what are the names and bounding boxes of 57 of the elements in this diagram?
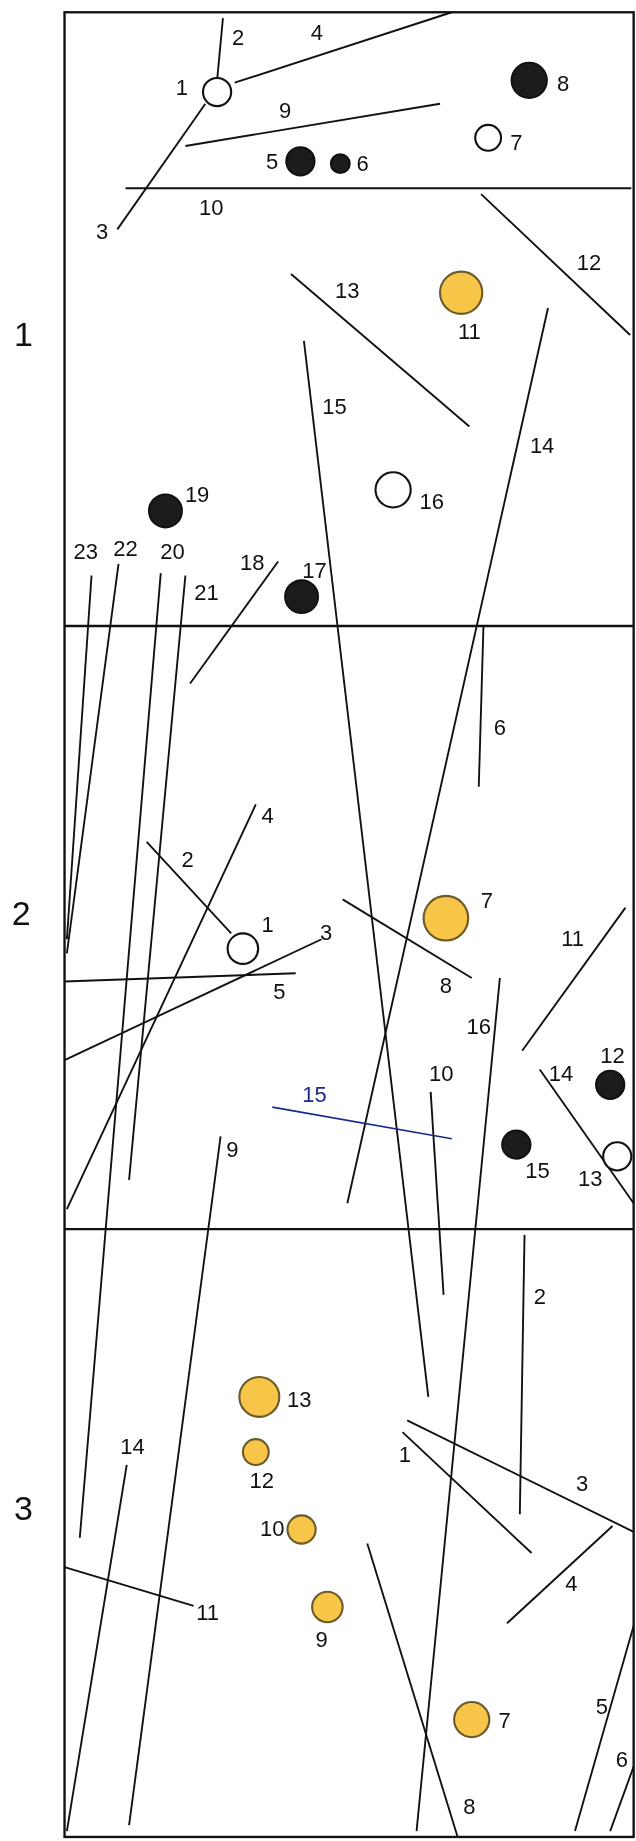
callout-number: 14 xyxy=(548,1062,574,1085)
callout-number: 14 xyxy=(529,434,555,457)
callout-number: 3 xyxy=(95,221,109,244)
callout-number: 2 xyxy=(533,1285,546,1308)
callout-number: 7 xyxy=(480,890,494,913)
section-number: 2 xyxy=(11,895,31,930)
callout-number: 5 xyxy=(595,1696,609,1719)
callout-number: 7 xyxy=(498,1710,511,1733)
callout-number: 23 xyxy=(73,540,98,563)
section-number: 3 xyxy=(14,1490,33,1525)
callout-number: 14 xyxy=(120,1435,145,1458)
callout-number: 11 xyxy=(196,1602,220,1625)
callout-number: 12 xyxy=(249,1469,274,1492)
callout-number: 9 xyxy=(226,1138,239,1161)
callout-number: 1 xyxy=(398,1444,411,1467)
callout-number: 6 xyxy=(493,716,506,739)
callout-number: 11 xyxy=(561,927,585,950)
callout-number: 3 xyxy=(320,921,333,944)
callout-number: 12 xyxy=(600,1045,625,1068)
callout-number: 12 xyxy=(576,251,602,274)
callout-number: 13 xyxy=(335,280,360,302)
callout-number: 8 xyxy=(557,73,570,96)
callout-number: 4 xyxy=(261,804,274,827)
callout-number: 2 xyxy=(181,849,194,872)
callout-number: 3 xyxy=(575,1473,589,1496)
callout-number: 15 xyxy=(302,1083,327,1106)
callout-number: 13 xyxy=(287,1388,312,1411)
callout-number: 7 xyxy=(510,132,523,155)
callout-number: 15 xyxy=(525,1160,550,1183)
callout-number: 10 xyxy=(198,196,224,219)
callout-number: 9 xyxy=(315,1629,328,1652)
callout-number: 6 xyxy=(356,153,369,176)
callout-number: 19 xyxy=(184,484,210,507)
callout-number: 17 xyxy=(302,560,327,583)
callout-number: 16 xyxy=(466,1015,491,1038)
callout-number: 13 xyxy=(578,1168,603,1191)
callout-number: 8 xyxy=(439,974,452,997)
callout-number: 16 xyxy=(419,491,445,514)
callout-number: 21 xyxy=(194,581,219,604)
callout-number: 6 xyxy=(615,1749,629,1772)
callout-number: 10 xyxy=(428,1062,454,1085)
callout-number: 4 xyxy=(310,21,323,44)
callout-number: 5 xyxy=(273,980,286,1003)
callout-number: 8 xyxy=(463,1796,476,1819)
callout-number: 11 xyxy=(457,321,481,344)
callout-number: 5 xyxy=(266,150,279,173)
callout-number: 9 xyxy=(279,100,292,123)
callout-number: 1 xyxy=(261,913,274,936)
callout-number: 22 xyxy=(113,538,138,561)
callout-number: 15 xyxy=(322,396,347,419)
callout-number: 10 xyxy=(260,1517,285,1540)
callout-number: 1 xyxy=(175,77,188,99)
callout-number: 2 xyxy=(232,26,245,49)
callout-number: 18 xyxy=(240,552,265,575)
callout-number: 4 xyxy=(565,1573,578,1596)
section-number: 1 xyxy=(14,317,33,352)
callout-number: 20 xyxy=(160,540,185,563)
